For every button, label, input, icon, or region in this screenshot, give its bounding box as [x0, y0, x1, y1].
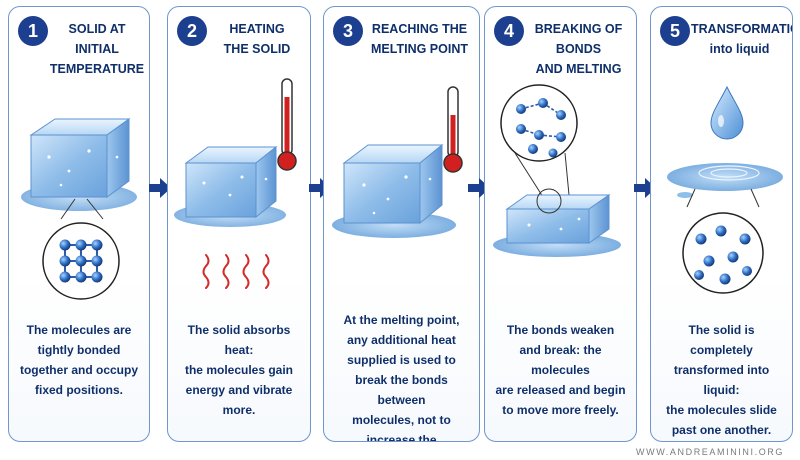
step-panel-4: 4 BREAKING OF BONDS AND MELTING The bo: [484, 6, 637, 442]
ice-cube-icon: [21, 119, 137, 211]
step-panel-1: 1 SOLID AT INITIAL TEMPERATURE The molec…: [8, 6, 150, 442]
ice-cube-icon: [174, 147, 286, 227]
illustration-step-2: [168, 67, 311, 307]
illustration-step-5: [651, 67, 793, 307]
step-number-badge: 3: [333, 16, 363, 46]
step-description: The bonds weaken and break: the molecule…: [491, 320, 630, 420]
ice-cube-icon: [332, 145, 456, 238]
watermark: WWW.ANDREAMININI.ORG: [636, 447, 784, 457]
thermometer-icon: [278, 79, 296, 170]
step-panel-3: 3 REACHING THE MELTING POINT At the melt…: [323, 6, 480, 442]
ice-cube-icon: [493, 189, 621, 257]
step-title: HEATING THE SOLID: [208, 19, 306, 59]
molecule-lattice-icon: [43, 223, 119, 299]
step-number-badge: 5: [660, 16, 690, 46]
step-number-badge: 1: [18, 16, 48, 46]
water-puddle: [667, 163, 783, 198]
illustration-step-1: [9, 67, 150, 307]
step-description: The solid is completely transformed into…: [657, 320, 786, 440]
molecule-lattice-icon: [501, 85, 577, 161]
step-title: REACHING THE MELTING POINT: [364, 19, 475, 59]
step-panel-2: 2 HEATING THE SOLID The solid absorbs he…: [167, 6, 311, 442]
step-description: The molecules are tightly bonded togethe…: [15, 320, 143, 400]
step-title: TRANSFORMATION into liquid: [691, 19, 788, 59]
thermometer-icon: [444, 87, 462, 172]
step-number-badge: 2: [177, 16, 207, 46]
step-description: The solid absorbs heat: the molecules ga…: [174, 320, 304, 420]
heat-wave-icon: [204, 255, 269, 288]
step-description: At the melting point, any additional hea…: [330, 310, 473, 442]
water-drop-icon: [711, 87, 743, 139]
step-panel-5: 5 TRANSFORMATION into liquid The solid i…: [650, 6, 793, 442]
illustration-step-3: [324, 67, 480, 307]
illustration-step-4: [485, 67, 637, 307]
step-number-badge: 4: [494, 16, 524, 46]
molecule-lattice-icon: [683, 213, 763, 293]
